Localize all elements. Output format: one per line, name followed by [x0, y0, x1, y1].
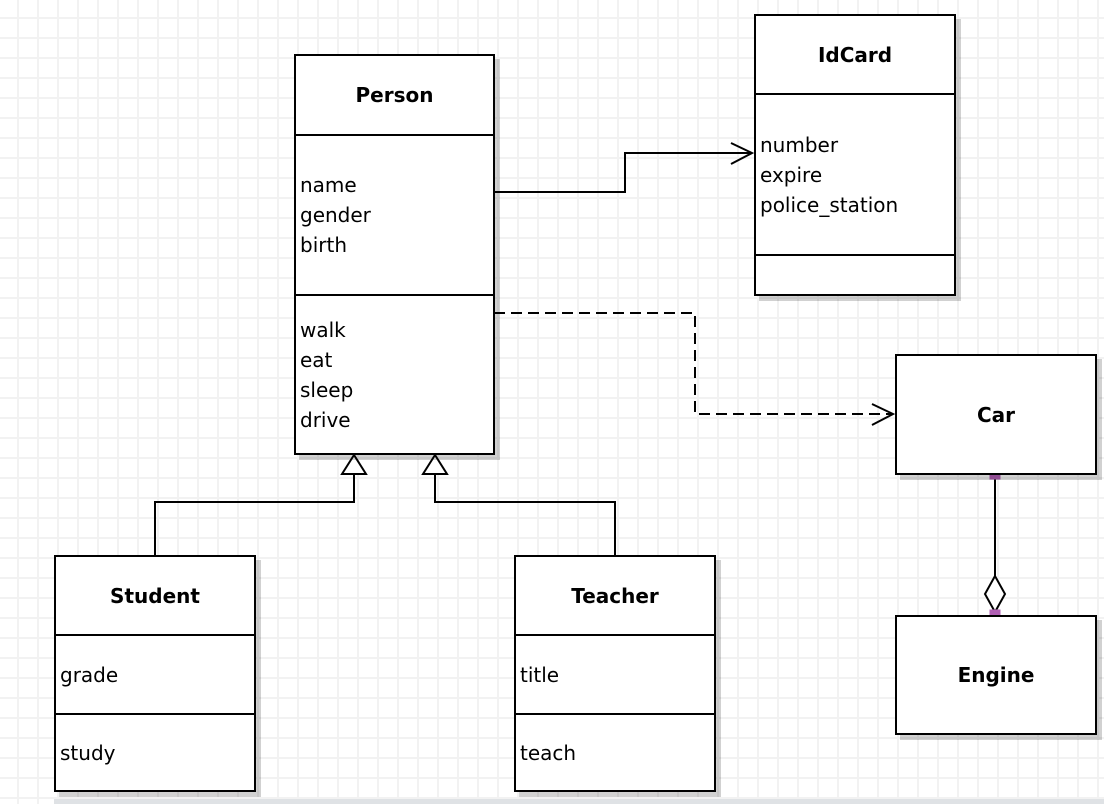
generalization-student-person[interactable]	[154, 453, 368, 555]
attribute: name	[300, 173, 357, 197]
hollow-triangle-icon	[340, 453, 368, 475]
canvas-bottom-edge	[54, 799, 1104, 804]
hollow-triangle-icon	[421, 453, 449, 475]
method: eat	[300, 347, 333, 372]
methods-compartment: teach	[516, 713, 714, 790]
dependency-line	[494, 312, 892, 415]
attribute: title	[520, 662, 560, 687]
method: drive	[300, 407, 351, 432]
method: study	[60, 740, 116, 765]
attribute: number	[760, 132, 839, 157]
class-box-person[interactable]: Person name gender birth walk eat sleep …	[294, 54, 495, 455]
class-title: Person	[355, 83, 434, 107]
aggregation-car-engine[interactable]	[983, 468, 1007, 621]
class-title: Student	[110, 583, 200, 608]
attribute: expire	[760, 162, 823, 187]
class-title: Teacher	[571, 583, 659, 608]
hollow-diamond-icon	[983, 573, 1007, 615]
methods-compartment	[756, 254, 954, 294]
class-box-engine[interactable]: Engine	[895, 615, 1097, 735]
open-arrow-icon	[871, 403, 896, 426]
generalization-line	[434, 473, 616, 555]
class-title: Car	[976, 402, 1016, 427]
attributes-compartment: grade	[56, 634, 254, 713]
attributes-compartment: name gender birth	[296, 134, 493, 294]
attribute: grade	[60, 662, 119, 687]
association-person-idcard[interactable]	[494, 142, 755, 193]
class-box-student[interactable]: Student grade study	[54, 555, 256, 792]
method: walk	[300, 317, 346, 342]
attributes-compartment: number expire police_station	[756, 93, 954, 254]
class-title: IdCard	[817, 42, 893, 67]
attribute: police_station	[760, 192, 899, 217]
attribute: birth	[300, 233, 347, 257]
class-box-car[interactable]: Car	[895, 354, 1097, 475]
open-arrow-icon	[730, 142, 755, 165]
class-box-teacher[interactable]: Teacher title teach	[514, 555, 716, 792]
generalization-teacher-person[interactable]	[421, 453, 616, 555]
attribute: gender	[300, 203, 371, 227]
methods-compartment: study	[56, 713, 254, 790]
generalization-line	[154, 473, 355, 555]
methods-compartment: walk eat sleep drive	[296, 294, 493, 453]
method: sleep	[300, 377, 354, 402]
attributes-compartment: title	[516, 634, 714, 713]
class-box-idcard[interactable]: IdCard number expire police_station	[754, 14, 956, 296]
dependency-person-car[interactable]	[494, 312, 896, 426]
class-title: Engine	[957, 663, 1035, 687]
method: teach	[520, 740, 577, 765]
association-line	[494, 152, 751, 193]
